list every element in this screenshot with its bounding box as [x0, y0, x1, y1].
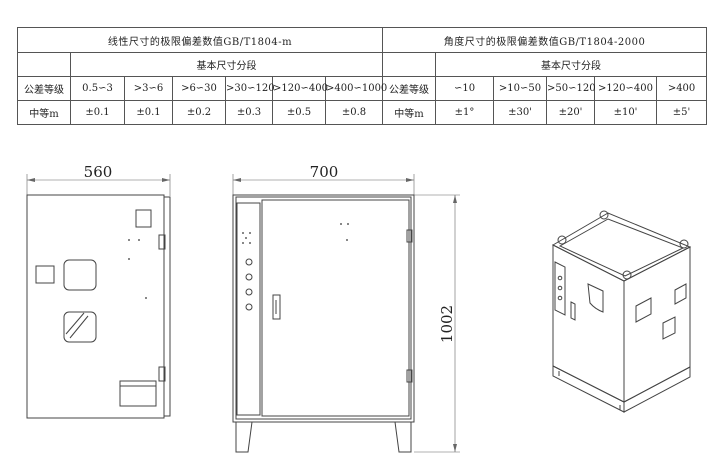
front-base-legs: [233, 421, 414, 453]
side-fan-cutout: [63, 259, 97, 291]
front-control-strip: [236, 202, 261, 416]
lifting-eye: [557, 235, 567, 245]
linear-range-cell: 0.5∽3: [70, 76, 125, 101]
linear-value-cell: ±0.1: [124, 100, 173, 125]
iso-base: [552, 365, 691, 413]
front-width-label: 700: [310, 163, 339, 181]
isometric-view: [551, 210, 692, 413]
front-inner-frame: [235, 196, 412, 420]
side-door-edge: [163, 196, 171, 417]
linear-value-cell: ±0.1: [70, 100, 125, 125]
side-fan-cutout-lower: [63, 311, 97, 343]
angle-value-cell: ±30': [493, 100, 548, 125]
linear-grade-label: 公差等级: [17, 76, 71, 101]
iso-side-face: [623, 246, 691, 403]
side-view: 560: [26, 163, 171, 419]
indicator-light-4: [245, 303, 253, 311]
angle-value-cell: ±1°: [435, 100, 495, 125]
height-label: 1002: [438, 305, 456, 343]
indicator-light-2: [245, 273, 253, 281]
angle-value-cell: ±20': [546, 100, 596, 125]
tolerance-table: 线性尺寸的极限偏差数值GB/T1804-m 角度尺寸的极限偏差数值GB/T180…: [16, 27, 708, 125]
lifting-eye: [622, 270, 632, 280]
side-width-label: 560: [84, 163, 113, 181]
front-view: 700 1002: [232, 163, 460, 453]
side-hinge-top: [158, 234, 166, 250]
side-width-dimension: 560: [26, 163, 171, 196]
iso-indicator: [557, 295, 563, 301]
side-panel: [26, 194, 165, 419]
height-dimension: 1002: [414, 194, 460, 453]
front-hinge-bottom: [406, 369, 413, 383]
iso-top-inner: [558, 218, 685, 277]
iso-indicator: [557, 275, 563, 281]
side-bottom-cutout: [119, 380, 157, 407]
side-small-cutout: [135, 209, 152, 228]
front-width-dimension: 700: [232, 163, 415, 196]
angle-segment-header: 基本尺寸分段: [435, 52, 708, 77]
iso-cable-bracket: [587, 283, 604, 313]
linear-value-cell: ±0.2: [172, 100, 226, 125]
linear-range-cell: >6∽30: [172, 76, 226, 101]
linear-segment-header: 基本尺寸分段: [69, 52, 384, 77]
right-leg: [394, 421, 412, 453]
iso-side-vent: [674, 283, 687, 305]
indicator-light-1: [245, 258, 253, 266]
angle-medium-label: 中等m: [382, 100, 437, 125]
iso-indicator: [557, 285, 563, 291]
iso-front-face: [552, 244, 625, 403]
indicator-light-3: [245, 288, 253, 296]
iso-top: [551, 212, 692, 282]
angle-blank-cell: [382, 52, 437, 77]
iso-control-strip: [554, 261, 566, 316]
front-hinge-top: [406, 229, 413, 243]
left-leg: [235, 421, 253, 453]
lifting-eye: [679, 239, 689, 249]
angle-value-cell: ±10': [594, 100, 658, 125]
angle-value-cell: ±5': [656, 100, 708, 125]
side-hinge-bottom: [158, 366, 166, 382]
side-square-vent: [35, 265, 55, 284]
lifting-eye: [599, 210, 609, 220]
door-handle: [272, 294, 281, 320]
iso-side-cutout: [635, 297, 652, 323]
linear-medium-label: 中等m: [17, 100, 71, 125]
angle-range-cell: >50∽120: [546, 76, 596, 101]
iso-side-fan: [662, 316, 676, 340]
front-door: [261, 199, 410, 417]
iso-handle: [570, 301, 576, 321]
linear-range-cell: >120∽400: [272, 76, 328, 101]
linear-value-cell: ±0.3: [225, 100, 273, 125]
linear-range-cell: >3∽6: [124, 76, 173, 101]
angle-range-cell: >120∽400: [594, 76, 658, 101]
linear-value-cell: ±0.8: [324, 100, 384, 125]
